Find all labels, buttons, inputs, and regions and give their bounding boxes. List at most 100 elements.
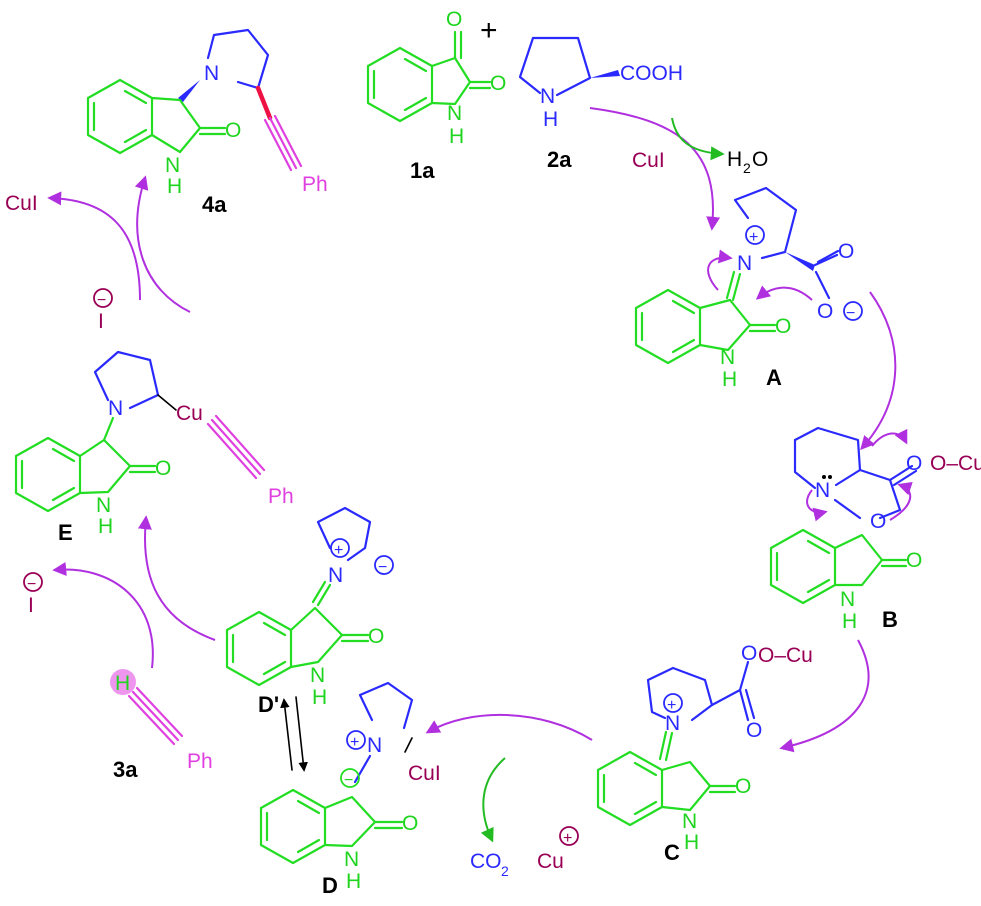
- plus-sign: +: [480, 14, 498, 47]
- atom-o: O: [402, 812, 418, 835]
- arrow-co2-loss: [480, 757, 506, 843]
- cui-coordinated: CuI: [408, 762, 441, 785]
- atom-nh-h: H: [346, 870, 361, 893]
- svg-text:−: −: [27, 576, 36, 593]
- atom-nh-n: N: [840, 588, 855, 611]
- svg-text:+: +: [350, 734, 359, 751]
- atom-nh-h: H: [722, 368, 737, 391]
- atom-nh-n: N: [310, 664, 325, 687]
- phenyl-group: Ph: [302, 173, 328, 196]
- copper-atom: Cu: [176, 402, 203, 425]
- atom-n: N: [815, 479, 830, 502]
- label-C: C: [664, 840, 680, 865]
- atom-o: O: [490, 72, 506, 95]
- phenyl-group: Ph: [268, 485, 294, 508]
- atom-n-plus: N: [367, 734, 382, 757]
- atom-o: O: [735, 775, 751, 798]
- label-3a: 3a: [113, 757, 138, 782]
- acidic-h: H: [115, 672, 130, 695]
- arrow-cui-regeneration: [47, 191, 141, 301]
- svg-text:O: O: [752, 148, 768, 171]
- atom-nh-h: H: [449, 125, 464, 148]
- compound-B: N O O O–Cu O N H: [769, 426, 981, 633]
- atom-o: O: [746, 719, 762, 742]
- ocu-group: O–Cu: [930, 452, 981, 475]
- atom-o: O: [906, 452, 922, 475]
- svg-text:+: +: [667, 697, 676, 714]
- atom-o: O: [368, 625, 384, 648]
- atom-n: N: [108, 397, 123, 420]
- compound-4a: N Ph O N H: [86, 28, 328, 198]
- atom-o: O: [870, 510, 886, 533]
- arrow-water-loss: [671, 117, 725, 161]
- compound-2a: N H COOH: [518, 36, 683, 131]
- copper-cation: Cu +: [537, 826, 579, 873]
- compound-A: + N O O − O N H: [634, 186, 863, 391]
- svg-text:I: I: [28, 594, 34, 617]
- atom-nh-h: H: [312, 686, 327, 709]
- label-A: A: [766, 365, 782, 390]
- label-E: E: [58, 520, 73, 545]
- atom-o: O: [775, 315, 791, 338]
- water-byproduct: H 2 O: [727, 148, 768, 176]
- label-2a: 2a: [547, 147, 572, 172]
- cooh-group: COOH: [620, 62, 683, 85]
- atom-nh-n: N: [344, 848, 359, 871]
- compound-E: N Cu Ph O N H: [14, 350, 294, 538]
- atom-nh-n: N: [720, 346, 735, 369]
- arrow-A-to-B: [860, 291, 897, 451]
- cui-reagent: CuI: [632, 149, 665, 172]
- svg-text:−: −: [97, 292, 106, 309]
- atom-n-plus: N: [328, 564, 343, 587]
- atom-o: O: [838, 240, 854, 263]
- compound-1a: O O N H: [366, 8, 506, 148]
- co2-byproduct: CO 2: [470, 850, 509, 879]
- cui-regenerated: CuI: [5, 192, 38, 215]
- compound-C: + N O O O–Cu O N H: [596, 642, 813, 854]
- label-B: B: [882, 607, 898, 632]
- atom-nh-h: H: [98, 515, 113, 538]
- atom-o-minus: O: [817, 300, 833, 323]
- atom-n-plus: N: [737, 252, 752, 275]
- atom-o: O: [446, 8, 462, 31]
- svg-text:2: 2: [743, 160, 751, 176]
- label-D-prime: D': [258, 692, 279, 717]
- compound-D: CuI + N − O N H: [259, 681, 441, 893]
- svg-text:2: 2: [501, 863, 509, 879]
- arrow-C-to-D: [425, 713, 593, 741]
- ocu-group: O–Cu: [758, 644, 813, 667]
- compound-D-prime: + N − O N H: [225, 506, 394, 709]
- label-4a: 4a: [202, 192, 227, 217]
- atom-n: N: [204, 62, 219, 85]
- svg-text:−: −: [344, 772, 353, 789]
- atom-nh-n: N: [682, 810, 697, 833]
- arrow-B-to-C: [779, 639, 870, 753]
- label-D: D: [322, 873, 338, 898]
- atom-o: O: [741, 642, 757, 665]
- label-1a: 1a: [410, 158, 435, 183]
- svg-text:+: +: [749, 229, 758, 246]
- atom-nh-h: H: [167, 175, 182, 198]
- svg-text:I: I: [98, 310, 104, 333]
- iodide-anion: − I: [23, 572, 43, 617]
- svg-text:+: +: [563, 830, 572, 847]
- svg-text:CO: CO: [470, 850, 502, 873]
- svg-text:−: −: [378, 559, 387, 576]
- atom-o: O: [155, 457, 171, 480]
- arrow-Dprime-to-E: [137, 515, 216, 641]
- atom-nh-n: N: [96, 494, 111, 517]
- atom-o: O: [906, 549, 922, 572]
- atom-n: N: [540, 85, 555, 108]
- atom-nh-n: N: [447, 102, 462, 125]
- svg-text:Cu: Cu: [537, 850, 564, 873]
- svg-text:H: H: [727, 148, 742, 171]
- svg-text:−: −: [846, 305, 855, 322]
- svg-text:+: +: [334, 542, 343, 559]
- compound-3a: H Ph: [110, 669, 213, 773]
- atom-nh-n: N: [165, 154, 180, 177]
- phenyl-group: Ph: [187, 750, 213, 773]
- atom-n-plus: N: [665, 712, 680, 735]
- atom-o: O: [225, 119, 241, 142]
